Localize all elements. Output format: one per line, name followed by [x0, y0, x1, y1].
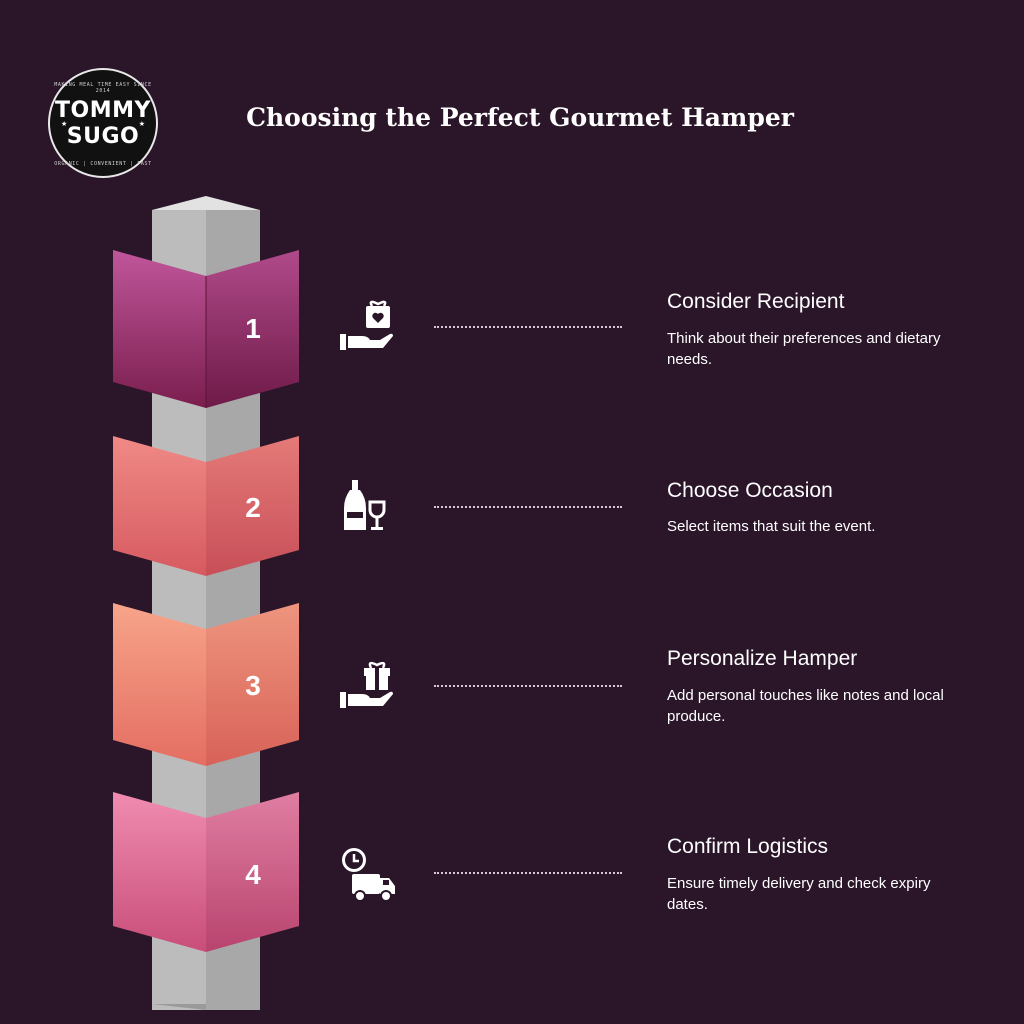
step-description: Select items that suit the event.	[667, 518, 876, 535]
logo-star-icon: ★	[138, 121, 145, 128]
logo-word-tommy: TOMMY	[55, 98, 151, 123]
step-title: Personalize Hamper	[667, 647, 858, 670]
logo-word-sugo: SUGO	[66, 124, 140, 149]
tommy-sugo-logo: MAKING MEAL TIME EASY SINCE 2014 ★ TOMMY…	[48, 68, 158, 178]
step-description: Ensure timely delivery and check expiry …	[667, 875, 931, 913]
dotted-connector	[434, 506, 622, 508]
step-title: Consider Recipient	[667, 290, 845, 313]
hand-gift-heart-icon	[340, 300, 393, 350]
step-box-1: 1	[113, 250, 299, 408]
step-description: Add personal touches like notes and loca…	[667, 687, 944, 725]
logo-tagline-bottom: ORGANIC | CONVENIENT | FAST	[54, 161, 152, 167]
step-number: 2	[245, 492, 261, 523]
step-number: 3	[245, 670, 261, 701]
step-box-3: 3	[113, 603, 299, 766]
dotted-connector	[434, 685, 622, 687]
logo-tagline-top: MAKING MEAL TIME EASY SINCE 2014	[54, 82, 152, 94]
clock-delivery-truck-icon	[342, 848, 395, 902]
champagne-glass-icon	[344, 480, 386, 530]
step-title: Choose Occasion	[667, 479, 833, 502]
step-description: Think about their preferences and dietar…	[667, 330, 941, 368]
step-title: Confirm Logistics	[667, 835, 829, 858]
dotted-connector	[434, 326, 622, 328]
step-number: 4	[245, 859, 261, 890]
dotted-connector	[434, 872, 622, 874]
hand-gift-icon	[340, 661, 393, 708]
logo-star-icon: ★	[61, 121, 68, 128]
page-title: Choosing the Perfect Gourmet Hamper	[246, 103, 794, 132]
step-box-4: 4	[113, 792, 299, 952]
step-box-2: 2	[113, 436, 299, 576]
step-number: 1	[245, 313, 261, 344]
